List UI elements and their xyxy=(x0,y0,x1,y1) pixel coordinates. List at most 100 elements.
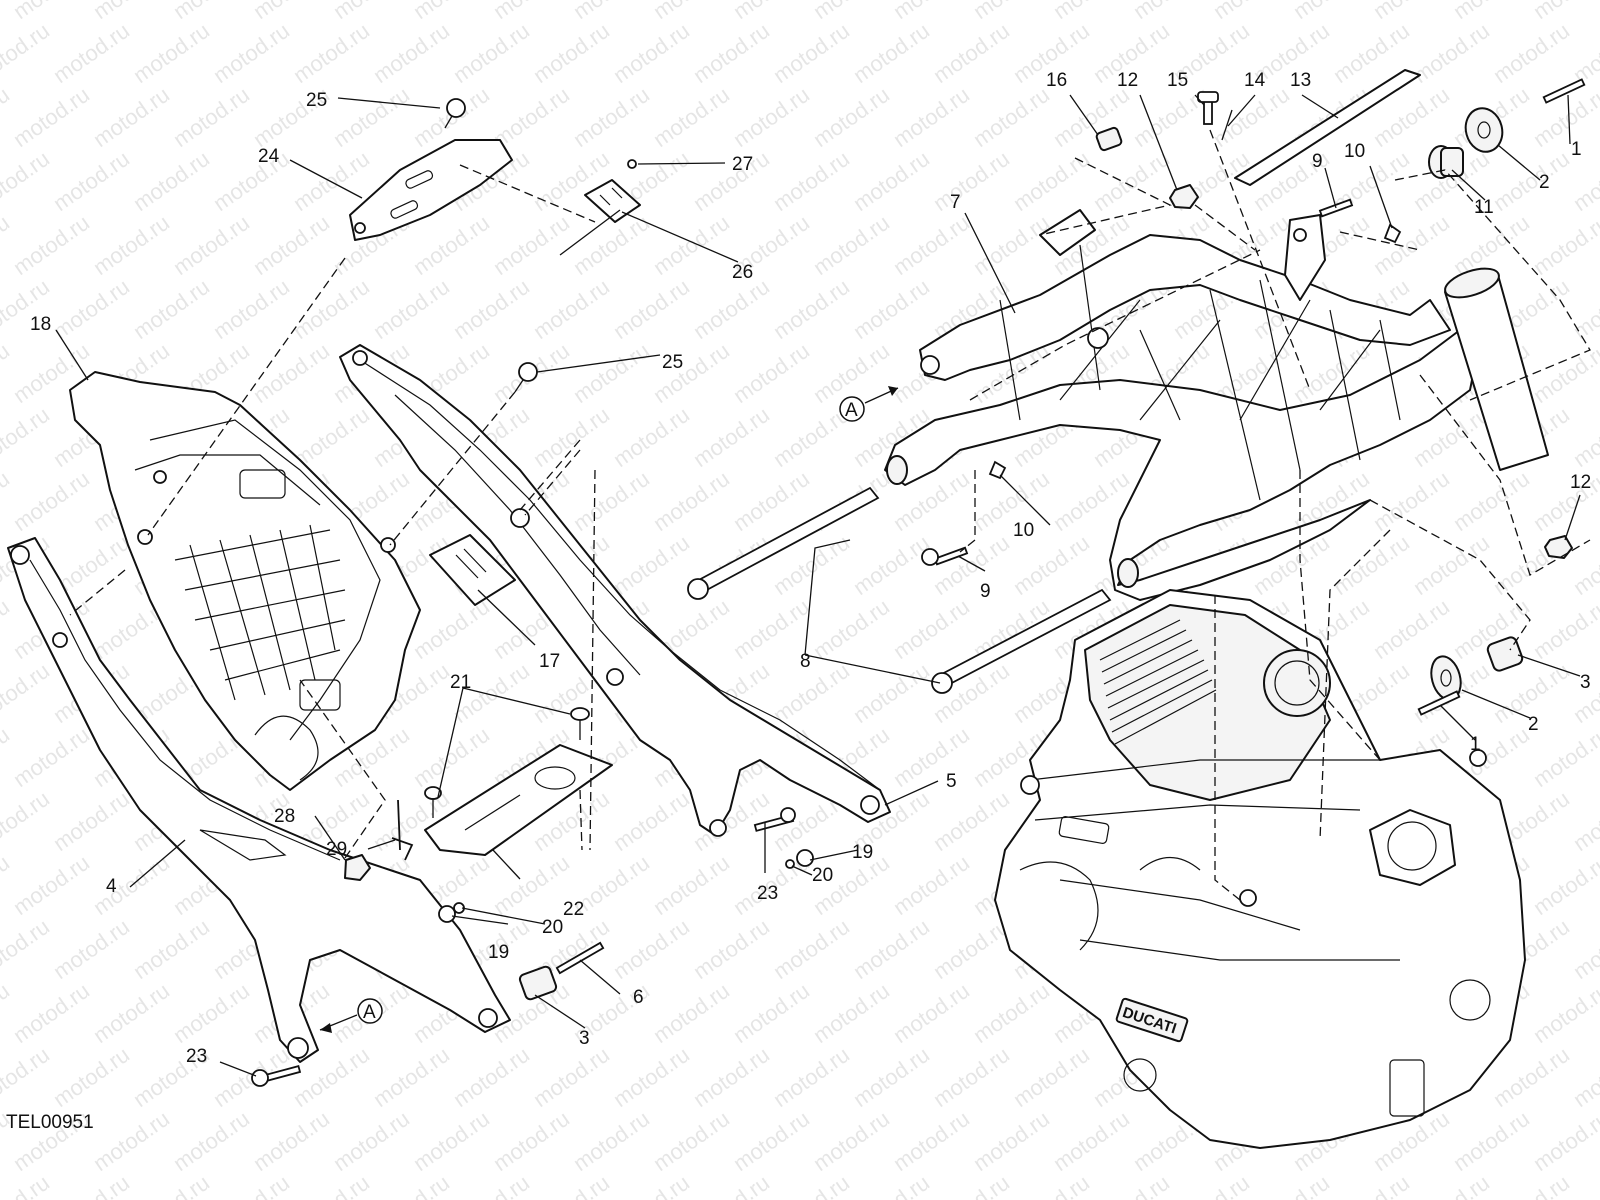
watermark-text: motod.ru xyxy=(529,274,614,344)
watermark-text: motod.ru xyxy=(809,82,894,152)
watermark-text: motod.ru xyxy=(609,786,694,856)
watermark-text: motod.ru xyxy=(89,978,174,1048)
cylinder-fins xyxy=(1099,619,1217,745)
watermark-text: motod.ru xyxy=(889,210,974,280)
watermark-text: motod.ru xyxy=(89,82,174,152)
watermark-text: motod.ru xyxy=(1529,210,1600,280)
watermark-text: motod.ru xyxy=(689,914,774,984)
watermark-text: motod.ru xyxy=(809,210,894,280)
watermark-text: motod.ru xyxy=(9,0,94,24)
watermark-text: motod.ru xyxy=(649,82,734,152)
svg-text:A: A xyxy=(363,1002,376,1023)
watermark-text: motod.ru xyxy=(1569,1170,1600,1200)
watermark-text: motod.ru xyxy=(49,146,134,216)
watermark-text: motod.ru xyxy=(769,1170,854,1200)
watermark-text: motod.ru xyxy=(529,18,614,88)
callout-18: 18 xyxy=(30,314,51,335)
callout-2: 2 xyxy=(1528,714,1539,735)
watermark-text: motod.ru xyxy=(889,82,974,152)
callout-14: 14 xyxy=(1244,70,1266,91)
watermark-text: motod.ru xyxy=(729,978,814,1048)
watermark-text: motod.ru xyxy=(329,0,414,24)
watermark-text: motod.ru xyxy=(769,1042,854,1112)
watermark-text: motod.ru xyxy=(49,1042,134,1112)
watermark-text: motod.ru xyxy=(1009,1170,1094,1200)
watermark-text: motod.ru xyxy=(1209,0,1294,24)
watermark-text: motod.ru xyxy=(769,18,854,88)
watermark-text: motod.ru xyxy=(329,1106,414,1176)
watermark-text: motod.ru xyxy=(729,0,814,24)
watermark-text: motod.ru xyxy=(1089,1170,1174,1200)
watermark-text: motod.ru xyxy=(129,18,214,88)
watermark-text: motod.ru xyxy=(0,82,14,152)
screw-21-right xyxy=(570,707,590,740)
watermark-text: motod.ru xyxy=(329,82,414,152)
watermark-text: motod.ru xyxy=(889,0,974,24)
watermark-text: motod.ru xyxy=(0,338,14,408)
watermark-text: motod.ru xyxy=(409,1106,494,1176)
watermark-text: motod.ru xyxy=(49,274,134,344)
watermark-text: motod.ru xyxy=(609,1042,694,1112)
hardware-right xyxy=(921,78,1586,716)
watermark-text: motod.ru xyxy=(0,594,14,664)
watermark-text: motod.ru xyxy=(1369,466,1454,536)
watermark-text: motod.ru xyxy=(0,1170,54,1200)
watermark-text: motod.ru xyxy=(1569,1042,1600,1112)
watermark-text: motod.ru xyxy=(1249,1170,1334,1200)
watermark-text: motod.ru xyxy=(1049,1106,1134,1176)
watermark-text: motod.ru xyxy=(969,978,1054,1048)
callout-12: 12 xyxy=(1570,472,1591,493)
watermark-text: motod.ru xyxy=(0,1042,54,1112)
watermark-text: motod.ru xyxy=(0,850,14,920)
watermark-text: motod.ru xyxy=(249,210,334,280)
watermark-text: motod.ru xyxy=(929,1170,1014,1200)
watermark-text: motod.ru xyxy=(409,722,494,792)
watermark-text: motod.ru xyxy=(929,18,1014,88)
watermark-text: motod.ru xyxy=(1329,1170,1414,1200)
watermark-text: motod.ru xyxy=(849,146,934,216)
watermark-text: motod.ru xyxy=(609,18,694,88)
subframe-airbox-part-18 xyxy=(69,371,421,791)
watermark-text: motod.ru xyxy=(49,786,134,856)
watermark-text: motod.ru xyxy=(9,210,94,280)
watermark-text: motod.ru xyxy=(1569,530,1600,600)
watermark-text: motod.ru xyxy=(889,722,974,792)
watermark-text: motod.ru xyxy=(0,914,54,984)
callout-24: 24 xyxy=(258,146,280,167)
watermark-text: motod.ru xyxy=(969,466,1054,536)
watermark-text: motod.ru xyxy=(49,18,134,88)
callout-20: 20 xyxy=(542,917,563,938)
callout-22: 22 xyxy=(563,899,584,920)
watermark-text: motod.ru xyxy=(1289,0,1374,24)
watermark-text: motod.ru xyxy=(689,402,774,472)
alignment-lines xyxy=(69,129,1591,901)
watermark-text: motod.ru xyxy=(9,466,94,536)
watermark-text: motod.ru xyxy=(209,146,294,216)
watermark-text: motod.ru xyxy=(929,146,1014,216)
watermark-text: motod.ru xyxy=(9,978,94,1048)
watermark-text: motod.ru xyxy=(1569,274,1600,344)
watermark-text: motod.ru xyxy=(689,1042,774,1112)
bolt-25-top xyxy=(444,98,466,129)
watermark-text: motod.ru xyxy=(129,914,214,984)
watermark-text: motod.ru xyxy=(1529,850,1600,920)
watermark-text: motod.ru xyxy=(0,786,54,856)
watermark-text: motod.ru xyxy=(1369,210,1454,280)
watermark-text: motod.ru xyxy=(1129,0,1214,24)
callout-4: 4 xyxy=(106,876,117,897)
svg-text:A: A xyxy=(845,400,858,421)
watermark-text: motod.ru xyxy=(489,850,574,920)
watermark-text: motod.ru xyxy=(849,658,934,728)
callout-6: 6 xyxy=(633,987,644,1008)
callout-27: 27 xyxy=(732,154,753,175)
watermark-text: motod.ru xyxy=(729,82,814,152)
watermark-text: motod.ru xyxy=(849,1170,934,1200)
watermark-text: motod.ru xyxy=(1409,18,1494,88)
watermark-text: motod.ru xyxy=(649,1106,734,1176)
callout-9: 9 xyxy=(980,581,991,602)
engine-block: DUCATI xyxy=(994,589,1526,1149)
watermark-text: motod.ru xyxy=(609,914,694,984)
bar-part-13 xyxy=(1234,69,1421,186)
watermark-text: motod.ru xyxy=(689,18,774,88)
